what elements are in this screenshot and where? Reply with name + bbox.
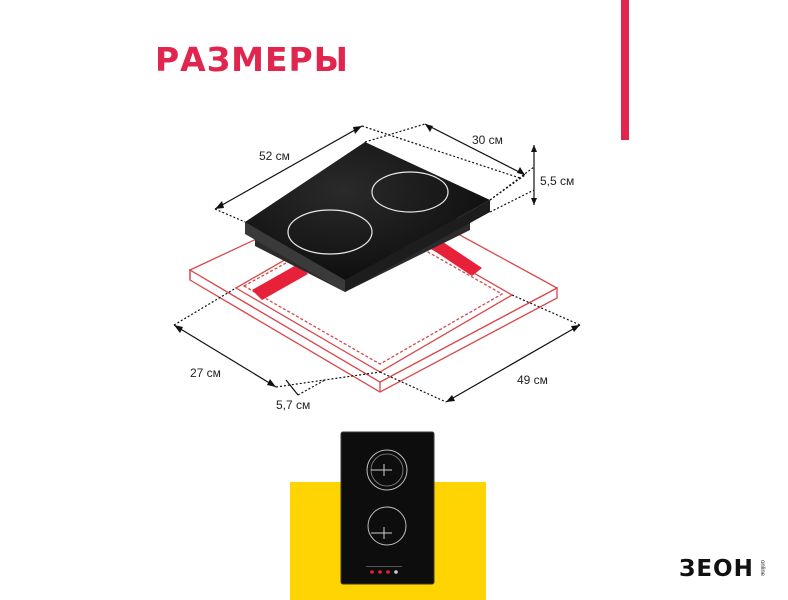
cooktop-drawing xyxy=(245,142,490,292)
support-rails xyxy=(252,240,482,300)
dimension-label-5-5: 5,5 см xyxy=(540,174,575,188)
touch-controls xyxy=(366,566,402,574)
brand-logo-text: ЗЕОН xyxy=(679,556,754,582)
accent-bar xyxy=(621,0,629,140)
dimension-lines xyxy=(173,123,581,403)
dimension-label-52: 52 см xyxy=(259,149,290,163)
dimension-label-49: 49 см xyxy=(517,373,548,387)
brand-logo-sub: online xyxy=(759,560,765,577)
brand-logo: ЗЕОН online xyxy=(679,556,779,586)
dimension-label-5-7: 5,7 см xyxy=(276,398,311,412)
page-title: РАЗМЕРЫ xyxy=(155,40,349,79)
dimension-label-30: 30 см xyxy=(472,133,503,147)
product-photo xyxy=(340,431,435,585)
dimension-label-27: 27 см xyxy=(190,366,221,380)
dimension-arrows xyxy=(174,124,580,402)
